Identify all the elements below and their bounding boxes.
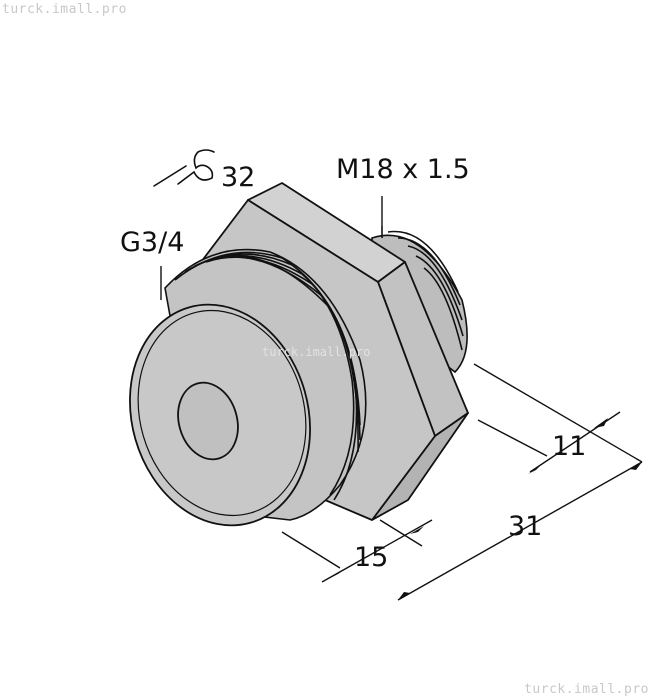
thread-m18-label: M18 x 1.5 [336, 154, 470, 185]
watermark-bottom: turck.imall.pro [524, 682, 649, 697]
thread-g34-label: G3/4 [120, 227, 184, 258]
wrench-size-label: 32 [221, 162, 255, 193]
dimension-31-label: 31 [508, 511, 542, 542]
watermark-center: turck.imall.pro [262, 345, 370, 359]
dimension-15-label: 15 [354, 542, 388, 573]
dimension-lines [281, 363, 643, 601]
wrench-icon [153, 149, 215, 187]
front-face [129, 303, 311, 527]
dimension-arrows [330, 418, 642, 600]
watermark-top: turck.imall.pro [2, 2, 127, 17]
leader-lines [160, 196, 383, 300]
dimension-11-label: 11 [552, 431, 586, 462]
